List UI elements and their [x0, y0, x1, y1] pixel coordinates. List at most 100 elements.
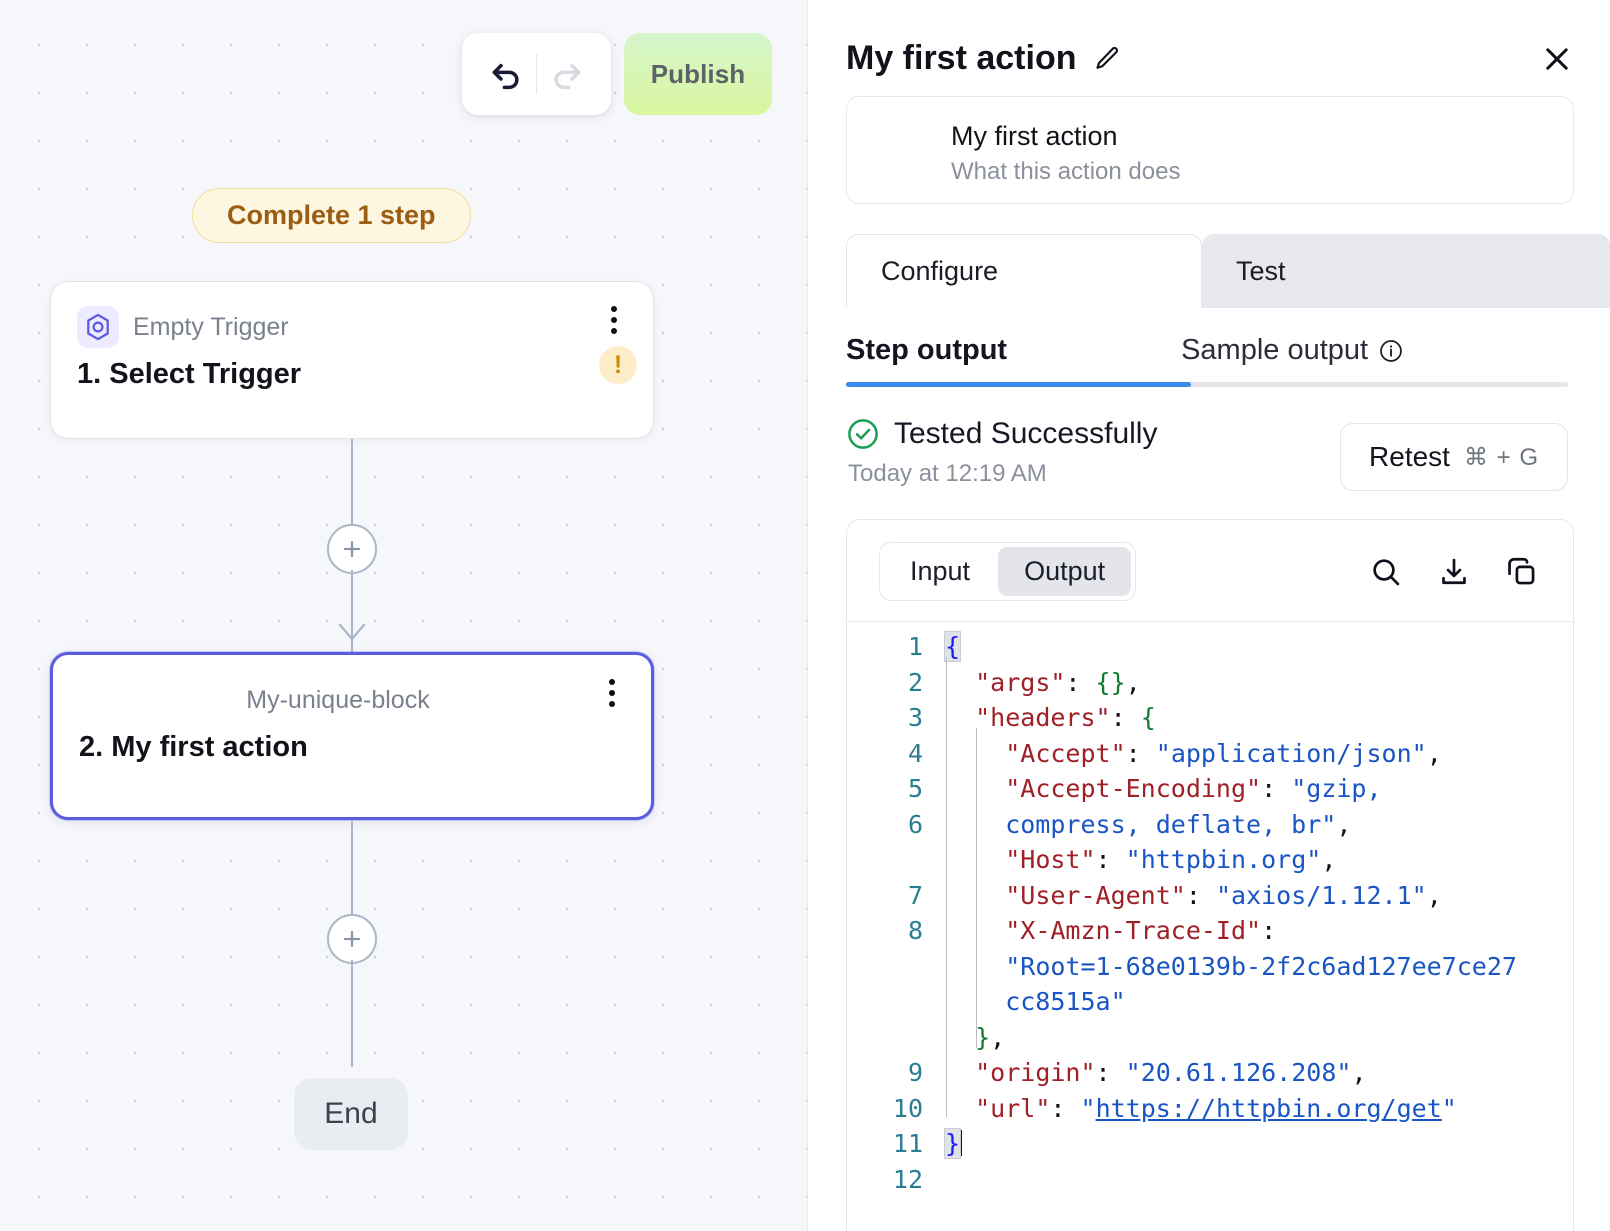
- code-text-area[interactable]: { "args": {}, "headers": { "Accept": "ap…: [939, 629, 1573, 1221]
- segment-output[interactable]: Output: [998, 547, 1132, 596]
- subtab-underline: [846, 382, 1568, 387]
- code-line-9: },: [975, 1022, 1006, 1052]
- search-button[interactable]: [1369, 555, 1403, 589]
- indent-guide: [946, 657, 947, 1117]
- code-toolbar: Input Output: [847, 520, 1573, 621]
- line-number: 10: [892, 1093, 923, 1123]
- node-title-text: 1. Select Trigger: [77, 358, 302, 390]
- connector-line: [351, 960, 353, 1067]
- io-segmented-control: Input Output: [879, 542, 1137, 601]
- node-select-trigger[interactable]: Empty Trigger 1. Select Trigger !: [50, 281, 654, 439]
- panel-title: My first action: [846, 39, 1077, 77]
- step-description-placeholder: What this action does: [951, 157, 1181, 185]
- line-number: 4: [907, 738, 923, 768]
- line-number: 9: [907, 1058, 923, 1087]
- code-line-4: "Accept": "application/json",: [1005, 738, 1442, 768]
- node-header: Empty Trigger: [51, 282, 653, 350]
- code-line-8: "X-Amzn-Trace-Id": "Root=1-68e0139b-2f2c…: [1005, 916, 1517, 1016]
- download-icon: [1442, 558, 1466, 584]
- rename-step-button[interactable]: [1092, 44, 1122, 74]
- subtab-step-output[interactable]: Step output: [846, 334, 1007, 387]
- panel-tabs: Configure Test: [846, 234, 1610, 308]
- download-button[interactable]: [1437, 555, 1471, 589]
- line-number: 11: [892, 1129, 923, 1158]
- test-status-row: Tested Successfully Today at 12:19 AM Re…: [846, 417, 1568, 491]
- test-status-main: Tested Successfully: [846, 417, 1157, 451]
- workflow-canvas[interactable]: Publish Complete 1 step Empty Trigger 1.…: [0, 0, 808, 1231]
- plus-icon: [343, 540, 361, 558]
- line-number: 2: [907, 667, 923, 697]
- code-line-3: "headers": {: [975, 703, 1156, 732]
- connector-arrowhead: [337, 622, 367, 649]
- segment-input[interactable]: Input: [910, 556, 971, 586]
- canvas-toolbar: Publish: [462, 33, 772, 115]
- check-circle-icon: [848, 419, 878, 449]
- subtab-sample-output[interactable]: Sample output: [1181, 334, 1404, 387]
- test-timestamp: Today at 12:19 AM: [848, 460, 1047, 487]
- panel-header: My first action: [808, 0, 1610, 84]
- add-step-button-1[interactable]: [327, 524, 377, 574]
- close-icon: [1546, 47, 1568, 70]
- test-status-block: Tested Successfully Today at 12:19 AM: [846, 417, 1157, 488]
- node-menu-button[interactable]: [595, 673, 629, 713]
- redo-arrow-icon: [554, 63, 581, 90]
- tab-test[interactable]: Test: [1202, 234, 1610, 308]
- code-line-10: "origin": "20.61.126.208",: [975, 1058, 1367, 1087]
- toolbar-divider: [536, 54, 537, 94]
- undo-button[interactable]: [478, 46, 534, 102]
- node-subtitle: My-unique-block: [246, 685, 430, 714]
- step-description-card[interactable]: My first action What this action does: [846, 96, 1574, 204]
- complete-steps-badge: Complete 1 step: [192, 188, 471, 243]
- indent-guide: [976, 728, 977, 1048]
- test-status-text: Tested Successfully: [894, 417, 1158, 450]
- hexagon-trigger-icon: [87, 313, 109, 341]
- node-menu-button[interactable]: [597, 300, 631, 340]
- code-line-1: {: [943, 631, 962, 662]
- node-subtitle: Empty Trigger: [133, 312, 289, 341]
- code-line-6: "Host": "httpbin.org",: [1005, 845, 1337, 874]
- output-code-card: Input Output: [846, 519, 1574, 1231]
- line-number: 5: [907, 774, 923, 803]
- retest-shortcut: ⌘ + G: [1463, 443, 1539, 471]
- publish-button[interactable]: Publish: [624, 33, 772, 115]
- node-title: 1. Select Trigger !: [51, 346, 653, 391]
- close-panel-button[interactable]: [1540, 42, 1574, 76]
- search-icon: [1373, 558, 1400, 585]
- undo-arrow-icon: [492, 63, 519, 90]
- node-title: 2. My first action: [53, 723, 651, 764]
- line-number: 12: [892, 1164, 923, 1194]
- connector-line: [351, 439, 353, 529]
- node-my-first-action[interactable]: My-unique-block 2. My first action: [50, 652, 654, 820]
- line-number: 6: [907, 809, 923, 839]
- redo-button[interactable]: [539, 46, 595, 102]
- plus-icon: [343, 930, 361, 948]
- retest-button[interactable]: Retest ⌘ + G: [1340, 423, 1568, 491]
- node-header: My-unique-block: [53, 655, 651, 723]
- line-number: 8: [907, 916, 923, 945]
- json-output-viewer[interactable]: 1 2 3 4 5 6 7 8 9 10 11 12 {: [847, 621, 1573, 1221]
- step-detail-panel: My first action My first action What thi…: [808, 0, 1610, 1231]
- pencil-icon: [1096, 46, 1119, 69]
- code-line-5: "Accept-Encoding": "gzip, compress, defl…: [1005, 774, 1382, 839]
- tab-configure[interactable]: Configure: [846, 234, 1202, 308]
- line-number: 1: [907, 632, 923, 661]
- line-number: 7: [907, 880, 923, 910]
- node-warning-badge: !: [599, 346, 637, 384]
- subtab-sample-output-label: Sample output: [1181, 334, 1369, 366]
- info-circle-icon: [1380, 339, 1402, 362]
- code-line-11: "url": "https://httpbin.org/get": [975, 1093, 1457, 1123]
- line-number: 3: [907, 703, 923, 732]
- code-line-numbers: 1 2 3 4 5 6 7 8 9 10 11 12: [847, 629, 939, 1221]
- connector-line: [351, 570, 353, 652]
- code-line-2: "args": {},: [975, 667, 1141, 697]
- end-node: End: [294, 1078, 408, 1150]
- code-tool-buttons: [1369, 555, 1545, 589]
- code-line-7: "User-Agent": "axios/1.12.1",: [1005, 880, 1442, 910]
- output-subtabs: Step output Sample output: [846, 308, 1610, 387]
- code-line-12: }: [943, 1128, 963, 1159]
- copy-button[interactable]: [1505, 555, 1539, 589]
- retest-label: Retest: [1369, 441, 1450, 472]
- step-name-value: My first action: [951, 121, 1118, 151]
- add-step-button-2[interactable]: [327, 914, 377, 964]
